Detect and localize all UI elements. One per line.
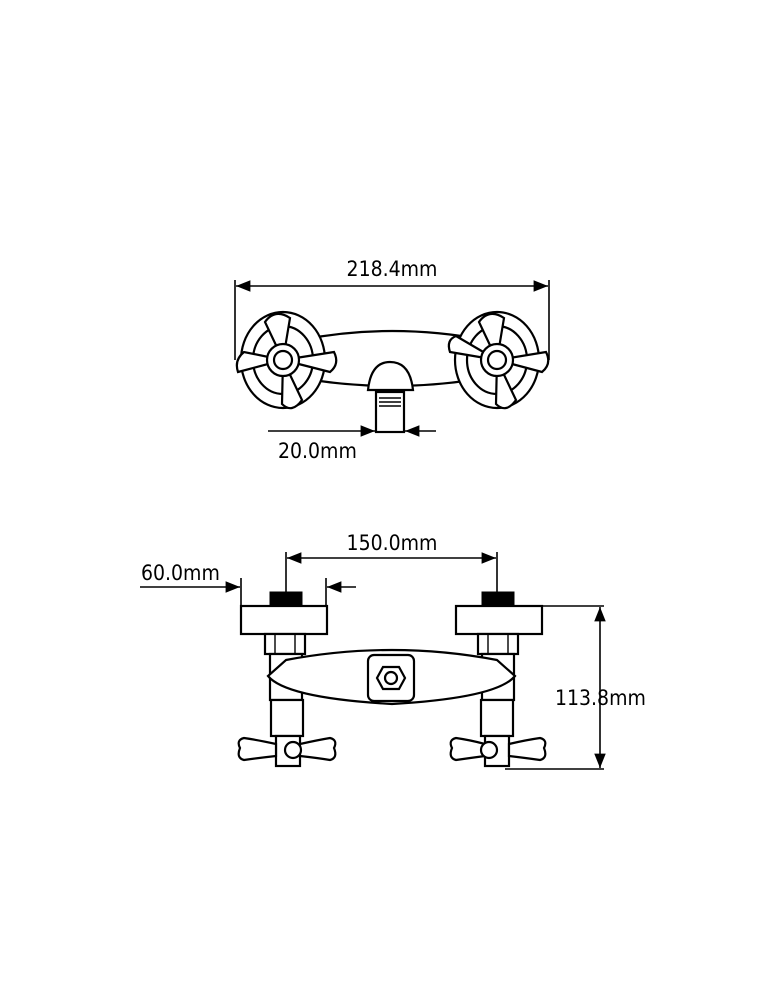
- overall-width-dimension: 218.4mm: [234, 257, 550, 360]
- height-label: 113.8mm: [555, 686, 646, 710]
- top-view: 218.4mm 20.0mm: [234, 257, 550, 463]
- outlet-dome: [366, 360, 415, 392]
- left-handle-top: [235, 310, 338, 410]
- left-handle-front: [237, 698, 337, 768]
- height-dimension: 113.8mm: [505, 605, 646, 770]
- inlet-depth-label: 60.0mm: [141, 561, 220, 585]
- outlet-width-dimension: 20.0mm: [268, 425, 436, 463]
- front-view: 150.0mm 60.0mm: [140, 531, 646, 770]
- inlet-depth-dimension: 60.0mm: [140, 561, 356, 606]
- overall-width-label: 218.4mm: [347, 257, 438, 281]
- right-handle-front: [449, 698, 547, 768]
- outlet-width-label: 20.0mm: [278, 439, 357, 463]
- center-distance-dimension: 150.0mm: [285, 531, 498, 594]
- right-handle-top: [447, 310, 550, 410]
- center-distance-label: 150.0mm: [347, 531, 438, 555]
